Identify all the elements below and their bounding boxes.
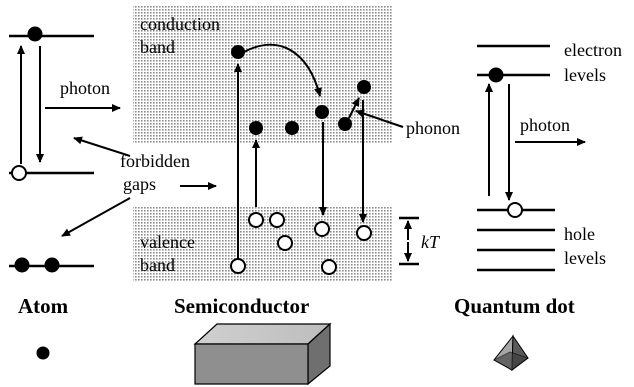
hole [507,202,523,218]
electron [249,121,263,135]
forbidden-gaps-label: forbidden [120,151,190,171]
atom-photon-label: photon [60,78,110,98]
hole [248,212,264,228]
conduction-band-label: conduction [140,14,220,34]
kT-label: kT [421,232,441,252]
atom-title: Atom [18,294,69,318]
hole [230,258,246,274]
electron-levels-label-2: levels [564,65,606,85]
quantum-dot-title: Quantum dot [454,294,575,318]
atom-dot-illustration [36,346,50,360]
forbidden-arrow-upleft [73,136,131,157]
quantum-dot-pyramid-illustration [492,334,530,372]
electron [357,80,371,94]
electron [338,117,352,131]
phonon-pointer-arrow [355,109,404,128]
electron [27,26,43,42]
electron [44,257,60,273]
hole [321,259,337,275]
electron [231,45,245,59]
electron [285,121,299,135]
sc-phonon-arrow [348,97,360,119]
phonon-label: phonon [406,118,460,138]
hole [269,212,285,228]
hole [356,225,372,241]
qd-photon-label: photon [520,115,570,135]
semiconductor-block-illustration [193,322,332,386]
electron-levels-label: electron [564,40,622,60]
electron [315,105,329,119]
conduction-band-label-2: band [140,37,175,57]
forbidden-arrow-downleft [61,197,131,237]
hole-levels-label: hole [564,224,595,244]
semiconductor-title: Semiconductor [174,294,309,318]
sc-relax-curve-arrow [243,43,322,97]
hole [11,165,27,181]
valence-band-label: valence [140,232,195,252]
hole [314,221,330,237]
forbidden-gaps-label-2: gaps [123,174,156,194]
electron [14,257,30,273]
hole-levels-label-2: levels [564,248,606,268]
electron [488,67,504,83]
hole [277,235,293,251]
valence-band-label-2: band [140,255,175,275]
